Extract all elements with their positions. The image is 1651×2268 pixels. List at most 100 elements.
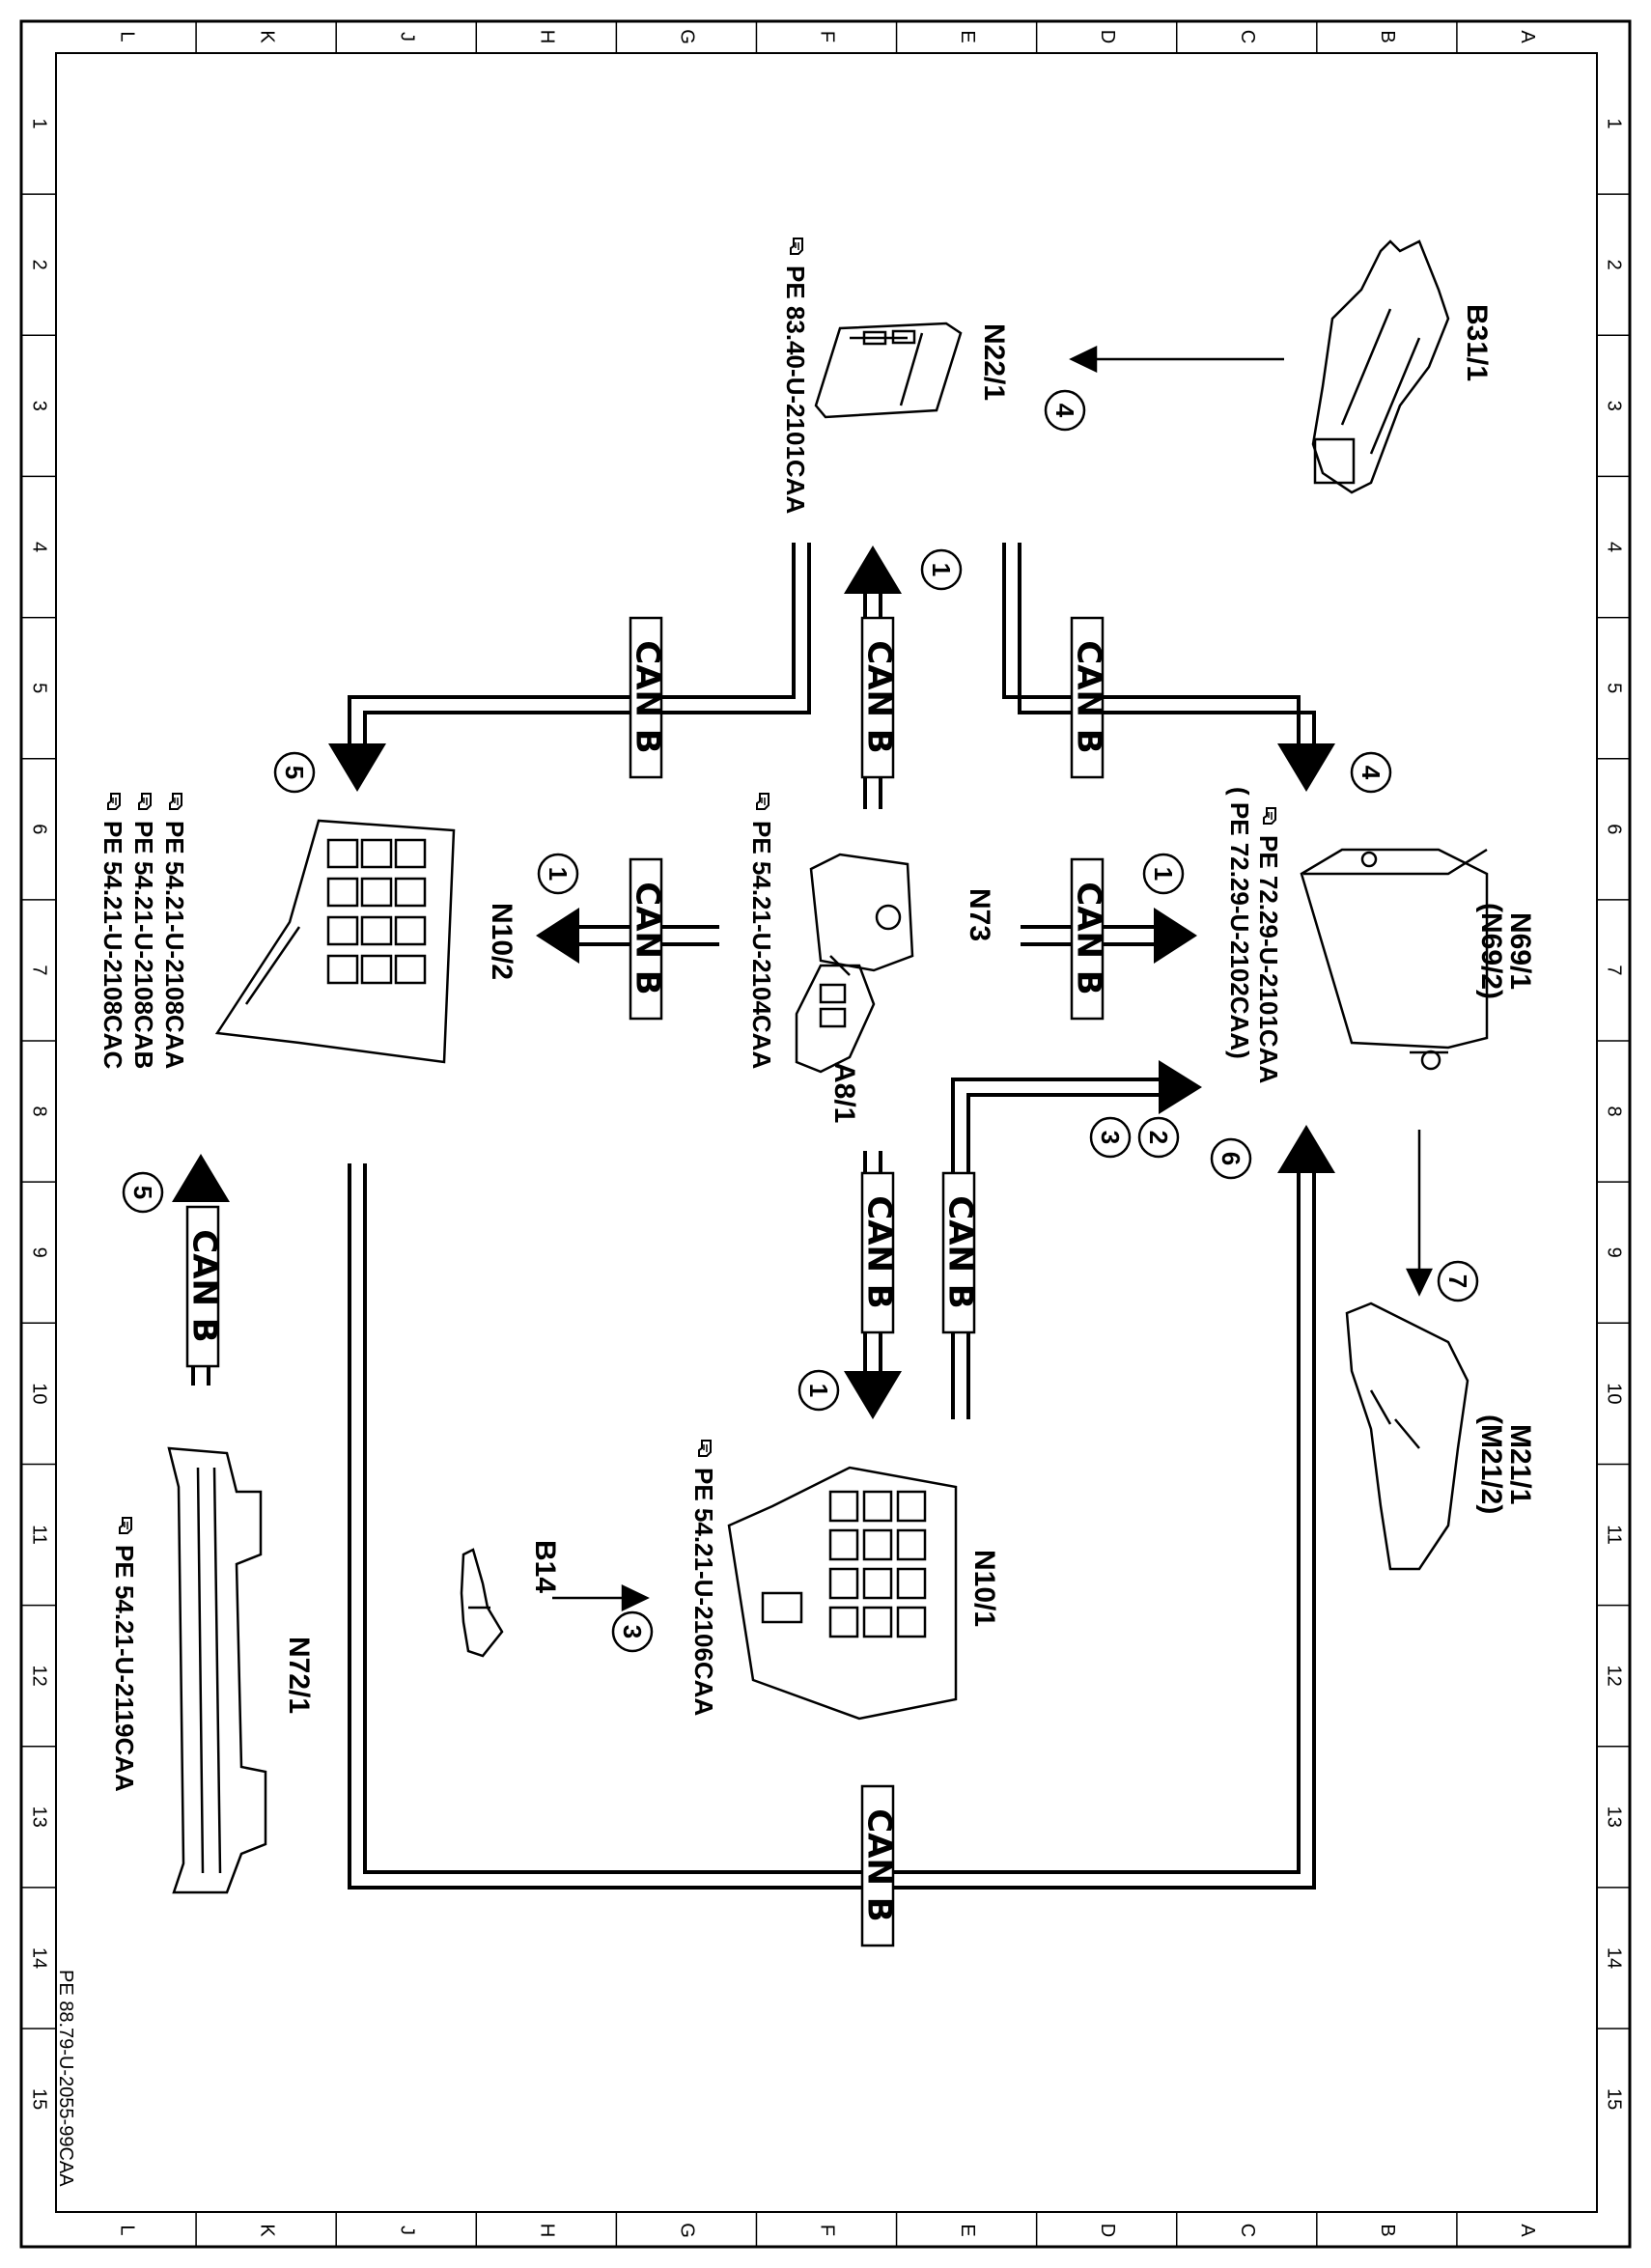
grid-column-label: D <box>1097 30 1118 43</box>
n73-ignition-switch <box>809 853 914 976</box>
grid-row-label: 1 <box>1604 119 1625 129</box>
grid-row-label: 12 <box>1604 1666 1625 1687</box>
can-b-text: CAN B <box>629 640 667 753</box>
grid-column-label: J <box>396 2226 417 2235</box>
can-b-box <box>1070 857 1105 1021</box>
grid-row-label: 3 <box>29 401 50 411</box>
grid-column-label: E <box>957 2224 978 2236</box>
grid-column-label: G <box>677 2223 698 2238</box>
can-b-box <box>629 616 663 779</box>
grid-column-label: F <box>817 31 838 42</box>
can-b-text: CAN B <box>185 1229 224 1342</box>
grid-row-label: 6 <box>1604 824 1625 834</box>
grid-row-label: 1 <box>29 119 50 129</box>
n69-2-reference: ( PE 72.29-U-2102CAA) <box>1225 787 1254 1059</box>
marker-circle <box>537 853 579 895</box>
can-b-box <box>860 616 895 779</box>
grid-row-label: 4 <box>1604 542 1625 552</box>
arrow-n10-2-left <box>536 908 579 964</box>
n69-1-label: N69/1 <box>1504 912 1536 990</box>
n72-1-panel <box>167 1446 267 1894</box>
can-b-box <box>941 1171 976 1334</box>
marker-circle <box>1437 1260 1479 1302</box>
can-b-box <box>860 1784 895 1947</box>
n10-1-label: N10/1 <box>968 1550 1000 1627</box>
marker-number: 7 <box>1443 1274 1472 1288</box>
can-b-box <box>629 857 663 1021</box>
can-b-box <box>860 1171 895 1334</box>
grid-row-label: 15 <box>1604 2088 1625 2110</box>
grid-row-label: 15 <box>29 2088 50 2110</box>
n22-1-label: N22/1 <box>978 323 1010 401</box>
arrow-n69-top <box>1277 743 1335 792</box>
marker-number: 3 <box>618 1625 647 1638</box>
b14-sensor <box>460 1548 504 1658</box>
marker-circle <box>1350 751 1392 794</box>
grid-row-label: 9 <box>29 1247 50 1258</box>
n73-reference: PE 54.21-U-2104CAA <box>747 821 776 1069</box>
grid-row-label: 13 <box>1604 1806 1625 1828</box>
grid-column-label: H <box>537 30 558 43</box>
grid-row-label: 9 <box>1604 1247 1625 1258</box>
n10-2-label: N10/2 <box>486 903 518 980</box>
marker-circle <box>1044 389 1086 432</box>
can-b-text: CAN B <box>941 1195 980 1308</box>
grid-row-label: 5 <box>1604 683 1625 693</box>
n73-label: N73 <box>964 888 995 941</box>
can-wiring <box>191 543 1316 1890</box>
arrow-n22 <box>844 546 902 594</box>
grid-row-label: 7 <box>1604 965 1625 975</box>
thin-arrows <box>552 346 1433 1611</box>
grid-row-label: 2 <box>29 260 50 270</box>
document-id: PE 88.79-U-2055-99CAA <box>55 1970 76 2187</box>
marker-circle <box>611 1610 654 1653</box>
grid-row-label: 7 <box>29 965 50 975</box>
marker-circle <box>1142 853 1185 895</box>
grid-ticks <box>21 21 1630 2247</box>
marker-circle <box>1089 1116 1132 1159</box>
can-b-box <box>185 1205 220 1368</box>
grid-column-label: H <box>537 2224 558 2237</box>
arrow-n69-right <box>1154 908 1197 964</box>
marker-circle <box>798 1369 840 1412</box>
n22-1-reference: PE 83.40-U-2101CAA <box>781 266 810 514</box>
b31-1-sensor <box>1311 239 1450 494</box>
can-b-text: CAN B <box>1070 882 1108 994</box>
arrow-n69-up <box>1277 1125 1335 1173</box>
can-b-box <box>1070 616 1105 779</box>
marker-circle <box>273 751 316 794</box>
grid-column-label: A <box>1517 30 1538 43</box>
grid-row-label: 10 <box>29 1383 50 1404</box>
can-b-text: CAN B <box>860 1195 899 1308</box>
grid-column-label: K <box>256 30 277 43</box>
m21-1-label: M21/1 <box>1504 1424 1536 1504</box>
drawing-frame <box>19 19 1632 2249</box>
grid-column-label: C <box>1237 2224 1258 2237</box>
marker-circle <box>1137 1116 1180 1159</box>
n10-1-sam <box>727 1466 958 1721</box>
n22-1-module <box>814 322 963 419</box>
marker-number: 5 <box>128 1186 157 1199</box>
marker-circle <box>920 548 963 591</box>
marker-number: 1 <box>927 563 956 576</box>
n10-1-reference: PE 54.21-U-2106CAA <box>689 1468 718 1716</box>
grid-column-label: G <box>677 29 698 44</box>
can-b-text: CAN B <box>860 1808 899 1921</box>
arrow-heads <box>172 546 1335 1419</box>
arrow-n69-bottom <box>1159 1060 1202 1114</box>
marker-number: 5 <box>280 766 309 779</box>
n69-2-label: (N69/2) <box>1475 903 1507 999</box>
a8-1-label: A8/1 <box>828 1062 860 1123</box>
grid-row-label: 2 <box>1604 260 1625 270</box>
grid-row-label: 12 <box>29 1666 50 1687</box>
marker-number: 1 <box>1149 867 1178 881</box>
grid-column-label: D <box>1097 2224 1118 2237</box>
arrow-n10-2-up <box>172 1154 230 1202</box>
grid-column-label: B <box>1377 30 1398 42</box>
marker-number: 6 <box>1217 1152 1245 1165</box>
n10-2-fuse-box <box>214 819 456 1064</box>
grid-row-label: 10 <box>1604 1383 1625 1404</box>
